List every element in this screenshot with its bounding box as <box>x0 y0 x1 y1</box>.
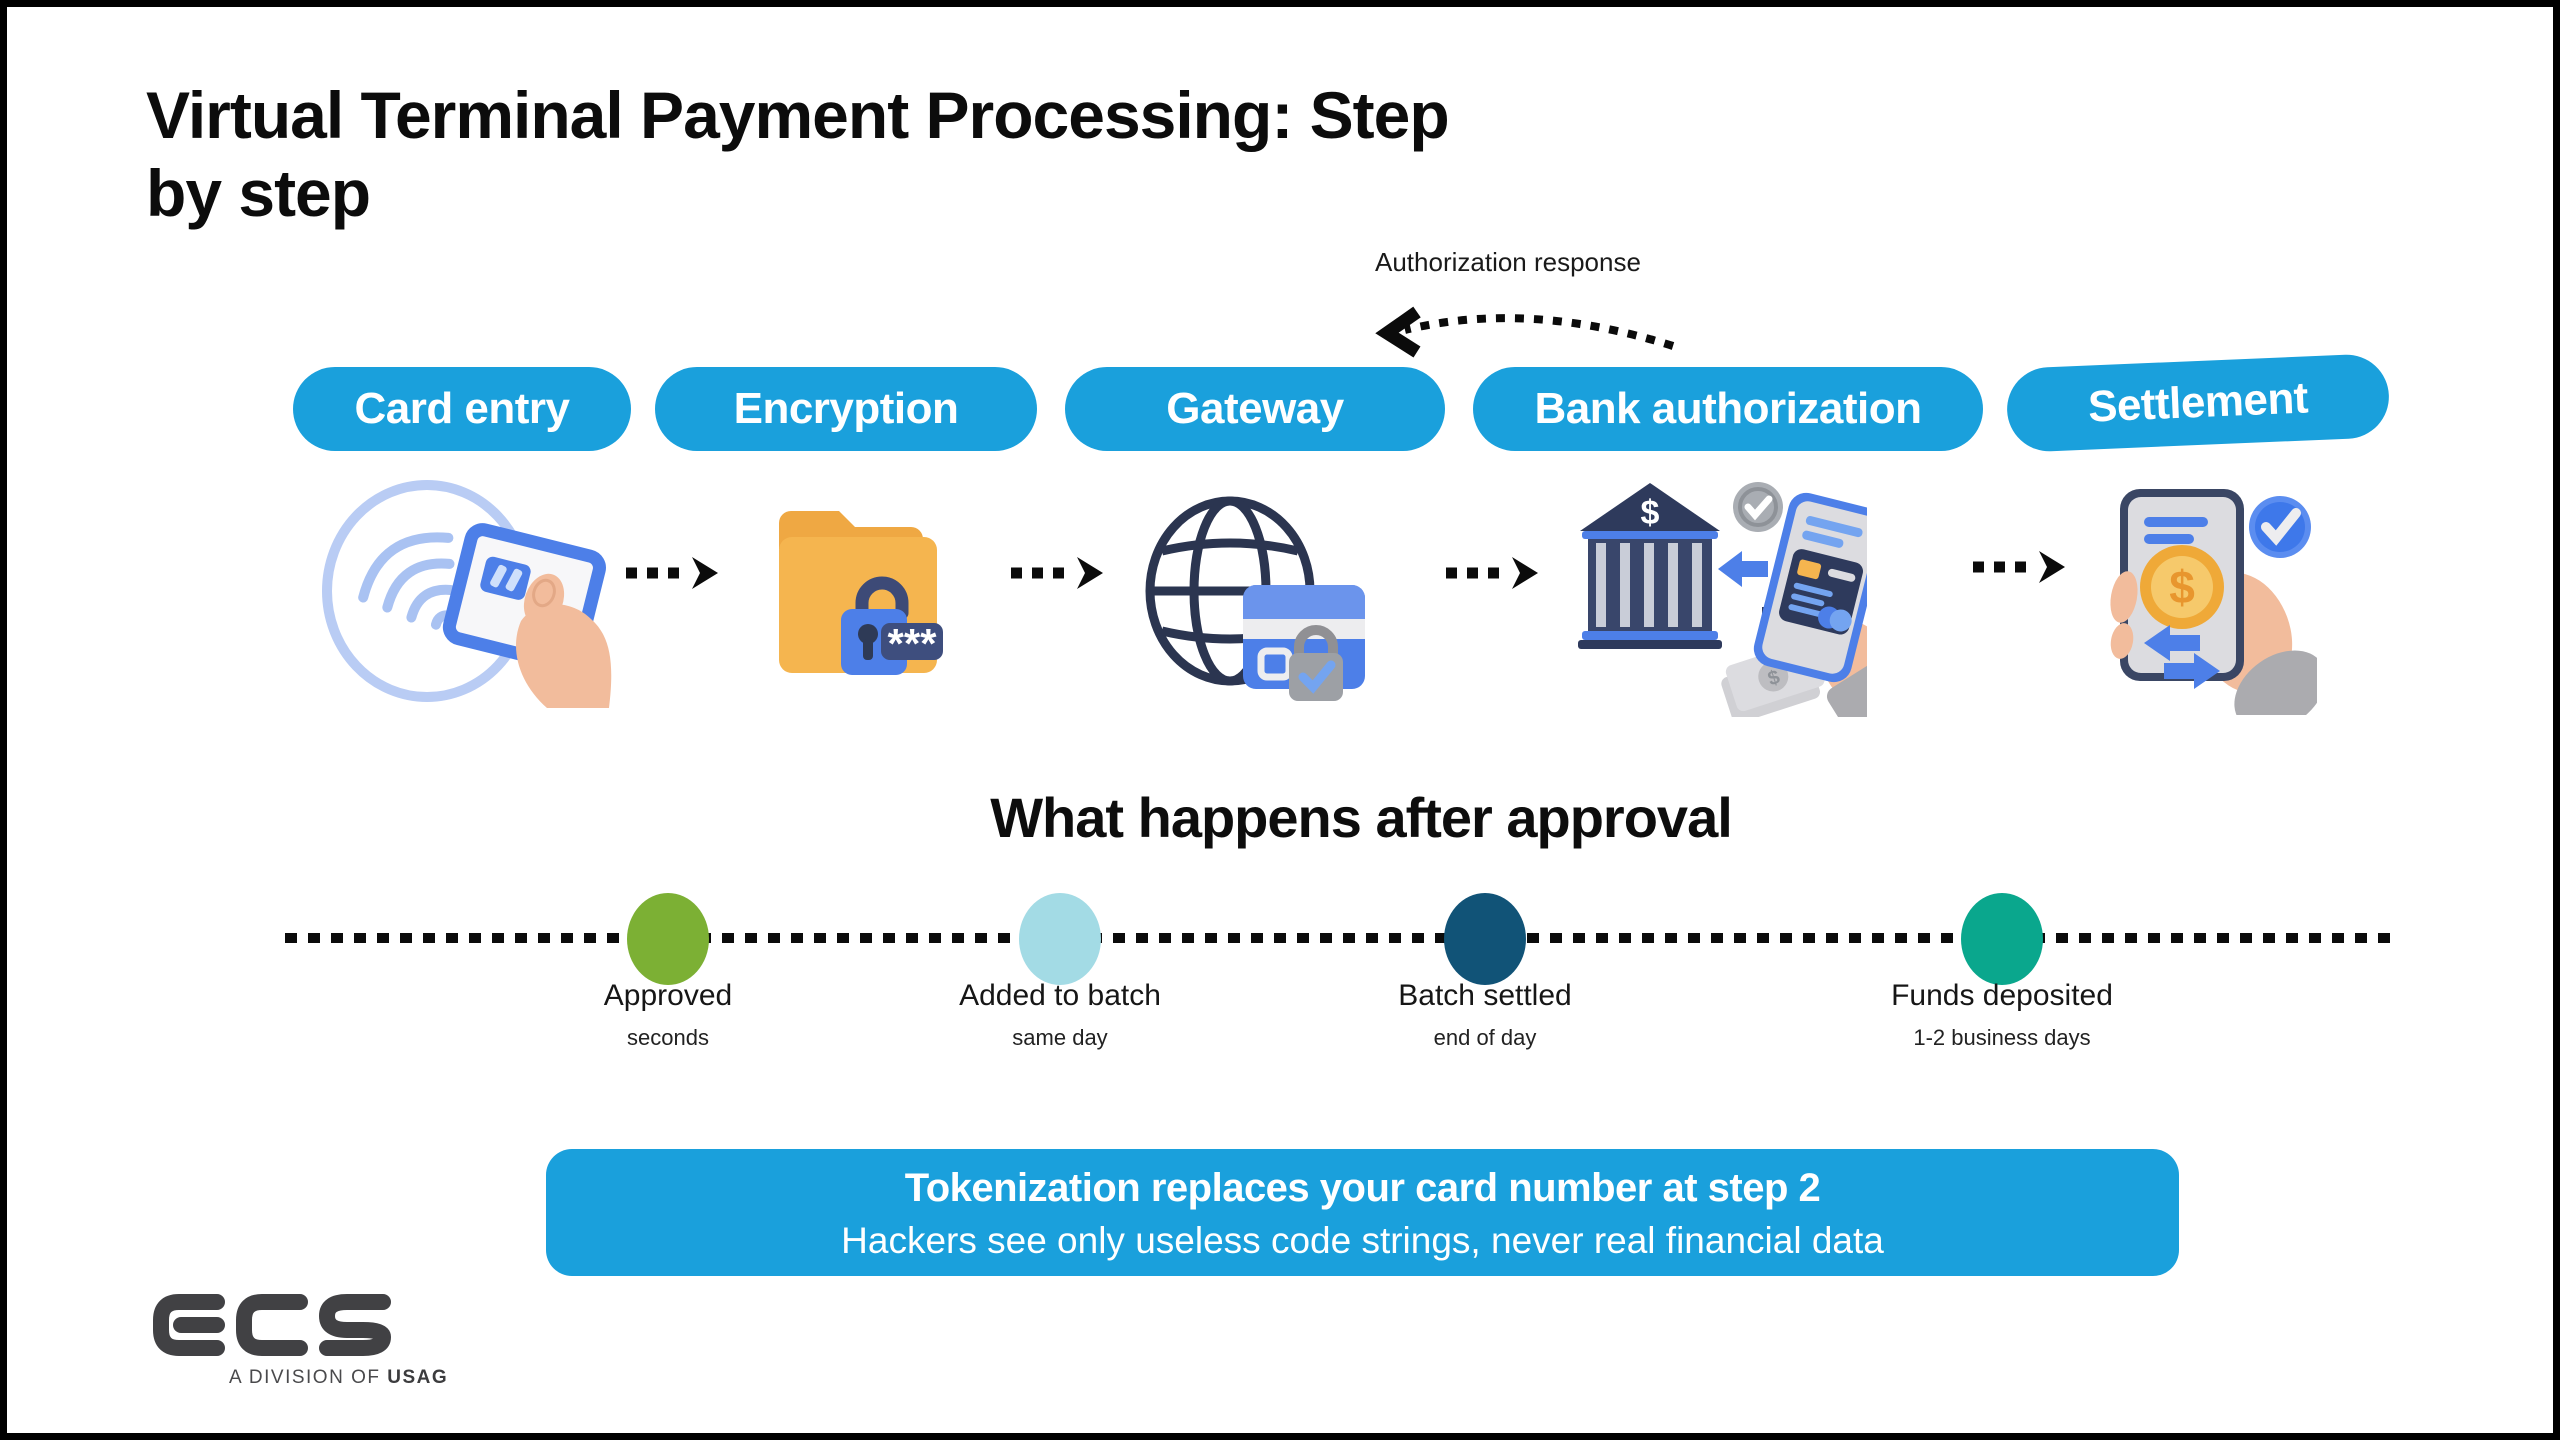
step-pill-gateway: Gateway <box>1065 367 1445 451</box>
globe-credit-card-icon <box>1145 496 1365 701</box>
timeline-label-approved: Approved seconds <box>508 979 828 1051</box>
authorization-response-label: Authorization response <box>1375 247 1641 277</box>
contactless-card-tap-icon <box>322 480 612 708</box>
timeline-event-title: Funds deposited <box>1891 979 2113 1012</box>
page-title-line1: Virtual Terminal Payment Processing: Ste… <box>146 78 1450 152</box>
authorization-response-arrow-icon <box>1375 306 1675 358</box>
timeline-event-title: Added to batch <box>959 979 1161 1012</box>
locked-folder-icon: *** <box>779 511 943 675</box>
timeline-event-title: Batch settled <box>1398 979 1572 1012</box>
logo-tagline: A DIVISION OF USAG <box>229 1367 448 1389</box>
bank-dollar-text: $ <box>1641 494 1660 532</box>
timeline-dot-approved <box>627 893 709 985</box>
timeline-heading: What happens after approval <box>990 786 1733 849</box>
timeline-dotted-line <box>285 933 2391 943</box>
step-pill-settlement: Settlement <box>2005 353 2391 453</box>
phone-coin-check-icon: $ <box>2110 489 2317 715</box>
timeline-dot-batch-settled <box>1444 893 1526 985</box>
timeline-event-subtitle: same day <box>1012 1025 1108 1050</box>
bank-phone-transfer-icon: $ $ <box>1578 482 1867 717</box>
step-pill-encryption: Encryption <box>655 367 1037 451</box>
ecs-logo-icon <box>153 1294 391 1356</box>
timeline-label-batch-settled: Batch settled end of day <box>1325 979 1645 1051</box>
tokenization-banner: Tokenization replaces your card number a… <box>546 1149 2179 1276</box>
banner-headline: Tokenization replaces your card number a… <box>904 1166 1821 1210</box>
page-title-line2: by step <box>146 155 371 230</box>
timeline-event-subtitle: end of day <box>1433 1025 1537 1050</box>
dotted-arrow-right-icon <box>1011 557 1103 589</box>
step-pill-card-entry: Card entry <box>293 367 631 451</box>
password-mask-text: *** <box>887 620 937 667</box>
step-pill-bank-authorization: Bank authorization <box>1473 367 1983 451</box>
coin-dollar-text: $ <box>2169 561 2195 613</box>
timeline-event-subtitle: seconds <box>627 1025 709 1050</box>
timeline-label-funds-deposited: Funds deposited 1-2 business days <box>1842 979 2162 1051</box>
dotted-arrow-right-icon <box>1446 557 1538 589</box>
timeline-dot-funds-deposited <box>1961 893 2043 985</box>
banner-subline: Hackers see only useless code strings, n… <box>841 1220 1884 1261</box>
logo-tagline-usag: USAG <box>387 1367 449 1388</box>
dotted-arrow-right-icon <box>1973 551 2065 583</box>
timeline-dot-added-to-batch <box>1019 893 1101 985</box>
timeline-label-added-to-batch: Added to batch same day <box>900 979 1220 1051</box>
timeline-event-subtitle: 1-2 business days <box>1913 1025 2091 1050</box>
page-title: Virtual Terminal Payment Processing: Ste… <box>146 77 1706 233</box>
logo-tagline-prefix: A DIVISION OF <box>229 1367 388 1388</box>
timeline-event-title: Approved <box>603 979 733 1012</box>
dotted-arrow-right-icon <box>626 557 718 589</box>
